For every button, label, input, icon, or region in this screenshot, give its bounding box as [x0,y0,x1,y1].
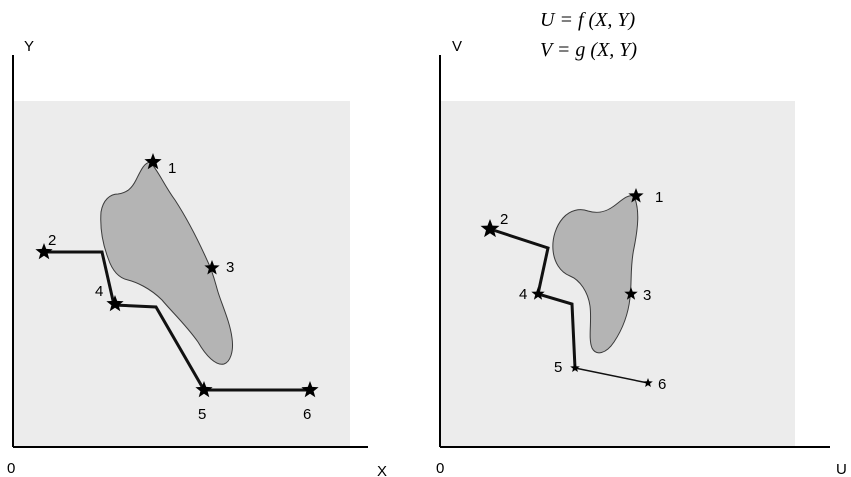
equation-u: U = f (X, Y) [540,9,635,31]
right-point-4-label: 4 [519,286,527,303]
right-path-line-thin [574,367,649,384]
right-origin-label: 0 [436,460,444,477]
right-x-axis-label: U [836,461,847,477]
right-star-3-icon [624,287,638,300]
left-point-3-label: 3 [226,259,234,276]
left-origin-label: 0 [7,460,15,477]
right-panel: V 0 U 2 1 3 4 5 6 [436,38,847,477]
right-point-6-label: 6 [658,376,666,393]
left-x-axis-label: X [377,463,387,477]
left-point-5-label: 5 [198,406,206,423]
right-star-4-icon [531,287,545,300]
right-point-1-label: 1 [655,189,663,206]
right-y-axis-label: V [452,38,462,55]
left-star-6-icon [301,381,319,398]
left-point-2-label: 2 [48,232,56,249]
left-point-4-label: 4 [95,283,103,300]
right-star-6-icon [643,378,653,387]
right-star-2-icon [480,219,500,238]
star-markers [35,153,653,398]
left-star-4-icon [106,295,124,312]
right-point-2-label: 2 [500,211,508,228]
right-point-3-label: 3 [643,287,651,304]
left-star-2-icon [35,243,53,260]
right-star-5-icon [570,363,580,372]
left-y-axis-label: Y [24,38,34,55]
left-point-1-label: 1 [168,160,176,177]
left-point-6-label: 6 [303,406,311,423]
left-star-5-icon [195,381,213,398]
left-star-3-icon [204,260,220,275]
left-blob-shape [100,161,233,365]
left-path-line [44,250,310,392]
right-star-1-icon [628,188,644,203]
right-point-5-label: 5 [554,359,562,376]
left-panel: Y 0 X 2 1 3 4 5 6 [7,38,387,477]
equation-v: V = g (X, Y) [540,39,637,61]
left-star-1-icon [144,153,162,170]
